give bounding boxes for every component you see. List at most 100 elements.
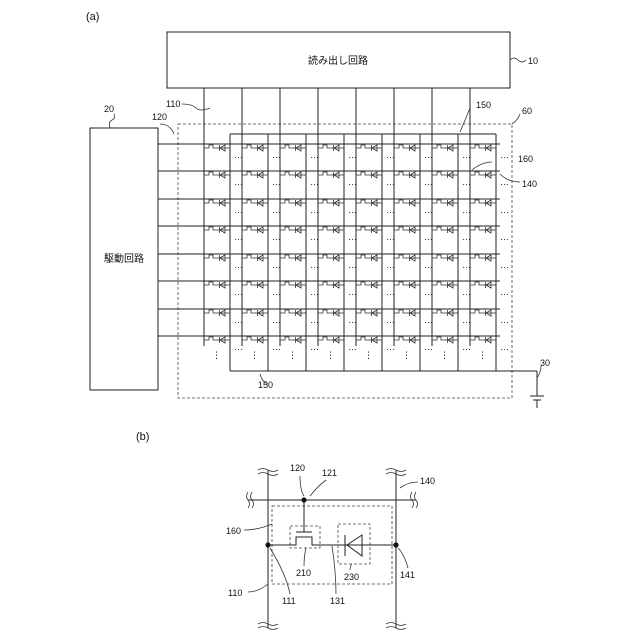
pixel-cell: … bbox=[204, 200, 243, 215]
switch-channel bbox=[268, 537, 346, 545]
pixel-cell: … bbox=[280, 255, 319, 270]
cell-ellipsis: … bbox=[386, 315, 395, 325]
bias-top-ref-leader bbox=[460, 108, 470, 132]
cell-ellipsis: … bbox=[310, 342, 319, 352]
cell-ellipsis: … bbox=[272, 342, 281, 352]
cell-switch bbox=[470, 255, 483, 258]
pixel-cell: … bbox=[356, 255, 395, 270]
pixel-cell: … bbox=[394, 227, 433, 242]
pixel-cell: … bbox=[356, 337, 395, 352]
cell-switch bbox=[280, 337, 293, 340]
cell-ellipsis: … bbox=[272, 177, 281, 187]
cell-ellipsis: … bbox=[310, 205, 319, 215]
pixel-cell: … bbox=[356, 310, 395, 325]
photodiode-ref: 230 bbox=[344, 572, 359, 582]
pixel-cell: … bbox=[318, 255, 357, 270]
pixel-cell: … bbox=[318, 282, 357, 297]
cell-switch bbox=[470, 310, 483, 313]
pixel-cell: … bbox=[242, 282, 281, 297]
cell-ellipsis: … bbox=[424, 287, 433, 297]
photodiode-ref-leader bbox=[350, 564, 352, 570]
pixel-cell: … bbox=[318, 337, 357, 352]
readout-ref: 10 bbox=[528, 56, 538, 66]
cell-switch bbox=[394, 227, 407, 230]
pixel-cell: … bbox=[432, 282, 471, 297]
cell-switch bbox=[318, 337, 331, 340]
pixel-cell: … bbox=[470, 200, 509, 215]
cell-switch bbox=[204, 227, 217, 230]
pixel-cell: … bbox=[394, 337, 433, 352]
pixel-cell: … bbox=[432, 255, 471, 270]
cell-ellipsis: … bbox=[386, 287, 395, 297]
pixel-cell: … bbox=[242, 172, 281, 187]
cell-switch bbox=[204, 282, 217, 285]
cell-switch bbox=[432, 200, 445, 203]
cell-ellipsis: … bbox=[500, 342, 509, 352]
cell-switch bbox=[280, 310, 293, 313]
cell-ellipsis: … bbox=[272, 315, 281, 325]
cell-switch bbox=[356, 337, 369, 340]
pixel-cell: … bbox=[470, 255, 509, 270]
pixel-cell: … bbox=[242, 337, 281, 352]
pixel-cell: … bbox=[394, 255, 433, 270]
cell-ellipsis: … bbox=[424, 342, 433, 352]
readout-ref-leader bbox=[510, 58, 526, 62]
column-lines bbox=[204, 88, 496, 371]
pixel-cell: … bbox=[356, 282, 395, 297]
cell-ellipsis: … bbox=[272, 287, 281, 297]
pixel-cell: … bbox=[280, 227, 319, 242]
node-131-ref: 131 bbox=[330, 596, 345, 606]
cell-ellipsis: … bbox=[386, 205, 395, 215]
pixel-cell: … bbox=[280, 282, 319, 297]
pixel-cell: … bbox=[432, 145, 471, 160]
pixel-cell: … bbox=[242, 310, 281, 325]
pixel-cell: … bbox=[470, 227, 509, 242]
cell-switch bbox=[280, 255, 293, 258]
cell-switch bbox=[318, 200, 331, 203]
panel-a-label: (a) bbox=[86, 11, 99, 23]
column-vdots: ⋮ bbox=[364, 350, 373, 360]
cell-switch bbox=[394, 145, 407, 148]
column-vdots: ⋮ bbox=[326, 350, 335, 360]
row-line-ref: 120 bbox=[152, 112, 167, 122]
cell-switch bbox=[432, 310, 445, 313]
pixel-cell: … bbox=[204, 310, 243, 325]
cell-switch bbox=[280, 172, 293, 175]
cell-switch bbox=[394, 255, 407, 258]
cell-ellipsis: … bbox=[500, 260, 509, 270]
cell-ellipsis: … bbox=[500, 315, 509, 325]
cell-switch bbox=[280, 145, 293, 148]
gate-ref-leader bbox=[310, 480, 326, 496]
pixel-cell: … bbox=[432, 337, 471, 352]
pixel-cell: … bbox=[470, 310, 509, 325]
cell-ellipsis: … bbox=[272, 205, 281, 215]
pixel-cell: … bbox=[356, 172, 395, 187]
row-line-ref-leader bbox=[160, 124, 174, 134]
cell-ellipsis: … bbox=[272, 260, 281, 270]
cell-ellipsis: … bbox=[310, 260, 319, 270]
cell-ellipsis: … bbox=[348, 177, 357, 187]
cell-switch bbox=[242, 310, 255, 313]
col-line-ref: 110 bbox=[166, 99, 180, 109]
pixel-cell: … bbox=[394, 172, 433, 187]
cell-switch bbox=[204, 145, 217, 148]
panel-b-label: (b) bbox=[136, 431, 149, 443]
pixel-cell: … bbox=[242, 145, 281, 160]
cell-ellipsis: … bbox=[310, 232, 319, 242]
node-131-leader bbox=[332, 546, 336, 594]
cell-ellipsis: … bbox=[348, 315, 357, 325]
cell-ellipsis: … bbox=[386, 150, 395, 160]
cell-switch bbox=[318, 172, 331, 175]
pixel-cell: … bbox=[470, 145, 509, 160]
cell-ellipsis: … bbox=[424, 205, 433, 215]
cell-switch bbox=[204, 310, 217, 313]
pixel-cell: … bbox=[394, 310, 433, 325]
cell-switch bbox=[204, 255, 217, 258]
cell-ellipsis: … bbox=[272, 150, 281, 160]
pixel-cell: … bbox=[204, 227, 243, 242]
node-141-dot bbox=[393, 542, 398, 547]
cell-switch bbox=[318, 145, 331, 148]
readout-circuit-label: 読み出し回路 bbox=[308, 54, 368, 67]
pixel-cell: … bbox=[318, 172, 357, 187]
